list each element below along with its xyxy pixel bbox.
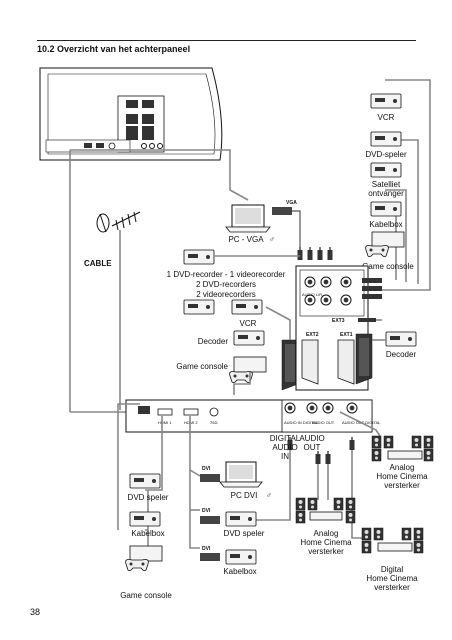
recorder-label-1: 1 DVD-recorder - 1 videorecorder [167, 270, 286, 279]
vcr-center-icon [231, 299, 263, 315]
dvi-tag-3: DVI [202, 546, 211, 552]
digital-audio-in-label: AUDIO IN DIGITAL [284, 420, 319, 425]
gamepad-right-icon [365, 245, 389, 258]
game-console-left-label: Game console [120, 591, 172, 600]
svg-text:♂: ♂ [266, 491, 272, 500]
audio-lr-label: AUDIO L/R [302, 292, 322, 297]
kabelbox-left-icon [129, 511, 161, 527]
bottom-connector-strip: HDMI 1 HDMI 2 75Ω AUDIO IN DIGITAL AUDIO… [125, 399, 381, 433]
recorder-label-2: 2 DVD-recorders [196, 280, 256, 289]
game-console-left-icon [129, 545, 163, 562]
analog-hc-right-icon [371, 435, 434, 462]
digital-audio-in-caption-3: IN [281, 452, 289, 461]
tv-back-panel [39, 67, 223, 161]
satellite-label-2: ontvanger [368, 189, 404, 198]
decoder-right-icon [385, 331, 417, 347]
right-vertical-wire [382, 79, 431, 291]
analog-hc-center-label-2: Home Cinema [300, 538, 352, 547]
audio-out-plug-l [315, 451, 321, 464]
game-console-right-icon [371, 231, 405, 248]
vga-plug [272, 207, 292, 215]
dvi-tag-1: DVI [202, 466, 211, 472]
satellite-label-1: Satelliet [372, 180, 401, 189]
digital-hc-label-1: Digital [381, 565, 403, 574]
game-console-center-icon [233, 356, 267, 373]
gamepad-center-icon [229, 371, 253, 384]
cable-label: CABLE [84, 259, 112, 268]
recorder-icon [183, 249, 215, 265]
rf-label: 75Ω [210, 420, 217, 425]
page-number: 38 [30, 607, 41, 617]
satellite-icon [370, 162, 402, 178]
analog-hc-right-label-1: Analog [390, 463, 415, 472]
kabelbox-left-label: Kabelbox [131, 529, 164, 538]
vcr-right-icon [370, 93, 402, 109]
hdmi1-label: HDMI 1 [158, 420, 172, 425]
decoder-center-icon [233, 330, 265, 346]
dvd-right-icon [370, 131, 402, 147]
ext1-label: EXT1 [340, 332, 353, 338]
header-rule [37, 40, 416, 41]
ext2-label: EXT2 [306, 332, 319, 338]
analog-hc-center-icon [295, 497, 356, 524]
analog-hc-right-label-3: versterker [384, 481, 420, 490]
analog-hc-right-label-2: Home Cinema [376, 472, 428, 481]
kabelbox-right-icon [370, 201, 402, 217]
kabelbox-mid-icon [225, 549, 257, 565]
hdmi-left-wire [117, 403, 140, 530]
game-console-right-label: Game console [362, 262, 414, 271]
vcr-center-label: VCR [240, 319, 257, 328]
connector-panel: AUDIO L/R EXT3 EXT2 EXT1 [295, 265, 369, 391]
decoder-right-label: Decoder [386, 350, 417, 359]
dvi-plug-3 [200, 553, 220, 561]
audio-out-caption-1: AUDIO [299, 434, 324, 443]
section-title: 10.2 Overzicht van het achterpaneel [37, 44, 191, 54]
kabelbox-mid-label: Kabelbox [223, 567, 256, 576]
pc-dvi-label: PC DVI [231, 491, 258, 500]
kabelbox-right-label: Kabelbox [369, 220, 402, 229]
svg-text:♂: ♂ [269, 235, 275, 244]
analog-hc-center-label-3: versterker [308, 547, 344, 556]
digital-hc-label-3: versterker [374, 583, 410, 592]
game-console-center-label: Game console [176, 362, 228, 371]
vga-tag: VGA [286, 200, 297, 206]
dvi-tag-2: DVI [202, 508, 211, 514]
hdmi2-label: HDMI 2 [184, 420, 198, 425]
digital-hc-label-2: Home Cinema [366, 574, 418, 583]
vcr-left-small-icon [183, 299, 215, 315]
digital-hc-icon [361, 527, 424, 554]
analog-hc-center-label-1: Analog [314, 529, 339, 538]
dvd-left-icon [129, 473, 161, 489]
scart-plug-right [355, 333, 373, 385]
pc-dvi-icon [219, 461, 263, 488]
dvd-mid-label: DVD speler [224, 529, 265, 538]
antenna-icon [96, 211, 141, 233]
dvd-mid-icon [225, 511, 257, 527]
decoder-center-label: Decoder [198, 337, 229, 346]
right-rca-plugs [362, 278, 382, 299]
digital-audio-in-caption-1: DIGITAL [270, 434, 301, 443]
dvd-left-label: DVD speler [128, 493, 169, 502]
dvi-plug-1 [200, 474, 220, 482]
pc-vga-label: PC - VGA [228, 235, 264, 244]
component-plugs [297, 247, 333, 260]
pc-vga-icon [225, 204, 271, 233]
audio-out-small-label: AUDIO OUT [312, 420, 335, 425]
audio-out-plug-r [325, 451, 331, 464]
digital-audio-in-caption-2: AUDIO [272, 443, 297, 452]
dvi-plug-2 [200, 516, 220, 524]
ext3-label: EXT3 [332, 318, 345, 324]
audio-out-caption-2: OUT [304, 443, 321, 452]
gamepad-left-icon [125, 559, 149, 572]
dvd-right-label: DVD-speler [365, 150, 407, 159]
top-wire [70, 149, 249, 201]
recorder-label-3: 2 videorecorders [196, 290, 256, 299]
digital-audio-out-plug [349, 437, 355, 450]
vcr-right-label: VCR [378, 113, 395, 122]
